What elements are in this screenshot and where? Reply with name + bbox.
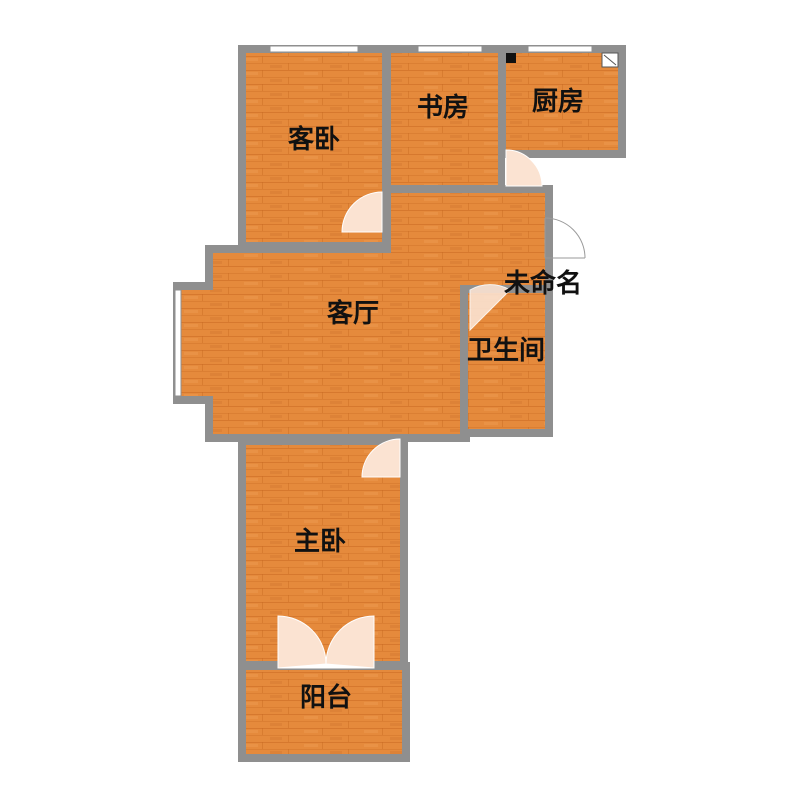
door-balcony-right bbox=[325, 615, 375, 669]
kitchen-vent-icon bbox=[601, 52, 619, 68]
window-bay bbox=[174, 289, 182, 397]
door-kitchen bbox=[505, 149, 543, 187]
entry-door bbox=[544, 217, 586, 259]
room-label-kitchen: 厨房 bbox=[532, 87, 584, 117]
room-label-master-bedroom: 主卧 bbox=[294, 527, 346, 557]
window-study bbox=[417, 45, 483, 53]
floor-study bbox=[391, 53, 498, 185]
interior-walls bbox=[383, 185, 503, 435]
floors bbox=[181, 53, 618, 754]
room-label-bathroom: 卫生间 bbox=[467, 336, 545, 366]
room-label-living-room: 客厅 bbox=[327, 298, 379, 329]
room-label-balcony: 阳台 bbox=[300, 682, 352, 713]
door-master-bedroom bbox=[361, 438, 401, 478]
door-balcony-left bbox=[277, 615, 327, 669]
door-bathroom bbox=[469, 284, 511, 332]
room-label-study: 书房 bbox=[417, 93, 469, 123]
floor-balcony bbox=[246, 670, 402, 754]
room-label-guest-bedroom: 客卧 bbox=[288, 124, 340, 155]
window-guest-bedroom bbox=[269, 45, 359, 53]
door-guest-bedroom bbox=[341, 191, 383, 233]
kitchen-column bbox=[506, 53, 516, 63]
floor-kitchen bbox=[506, 53, 618, 150]
window-kitchen bbox=[527, 45, 593, 53]
floor-living-room bbox=[213, 253, 462, 434]
doors bbox=[277, 149, 543, 669]
room-label-unnamed: 未命名 bbox=[504, 268, 582, 299]
floor-bay-window bbox=[181, 290, 221, 396]
